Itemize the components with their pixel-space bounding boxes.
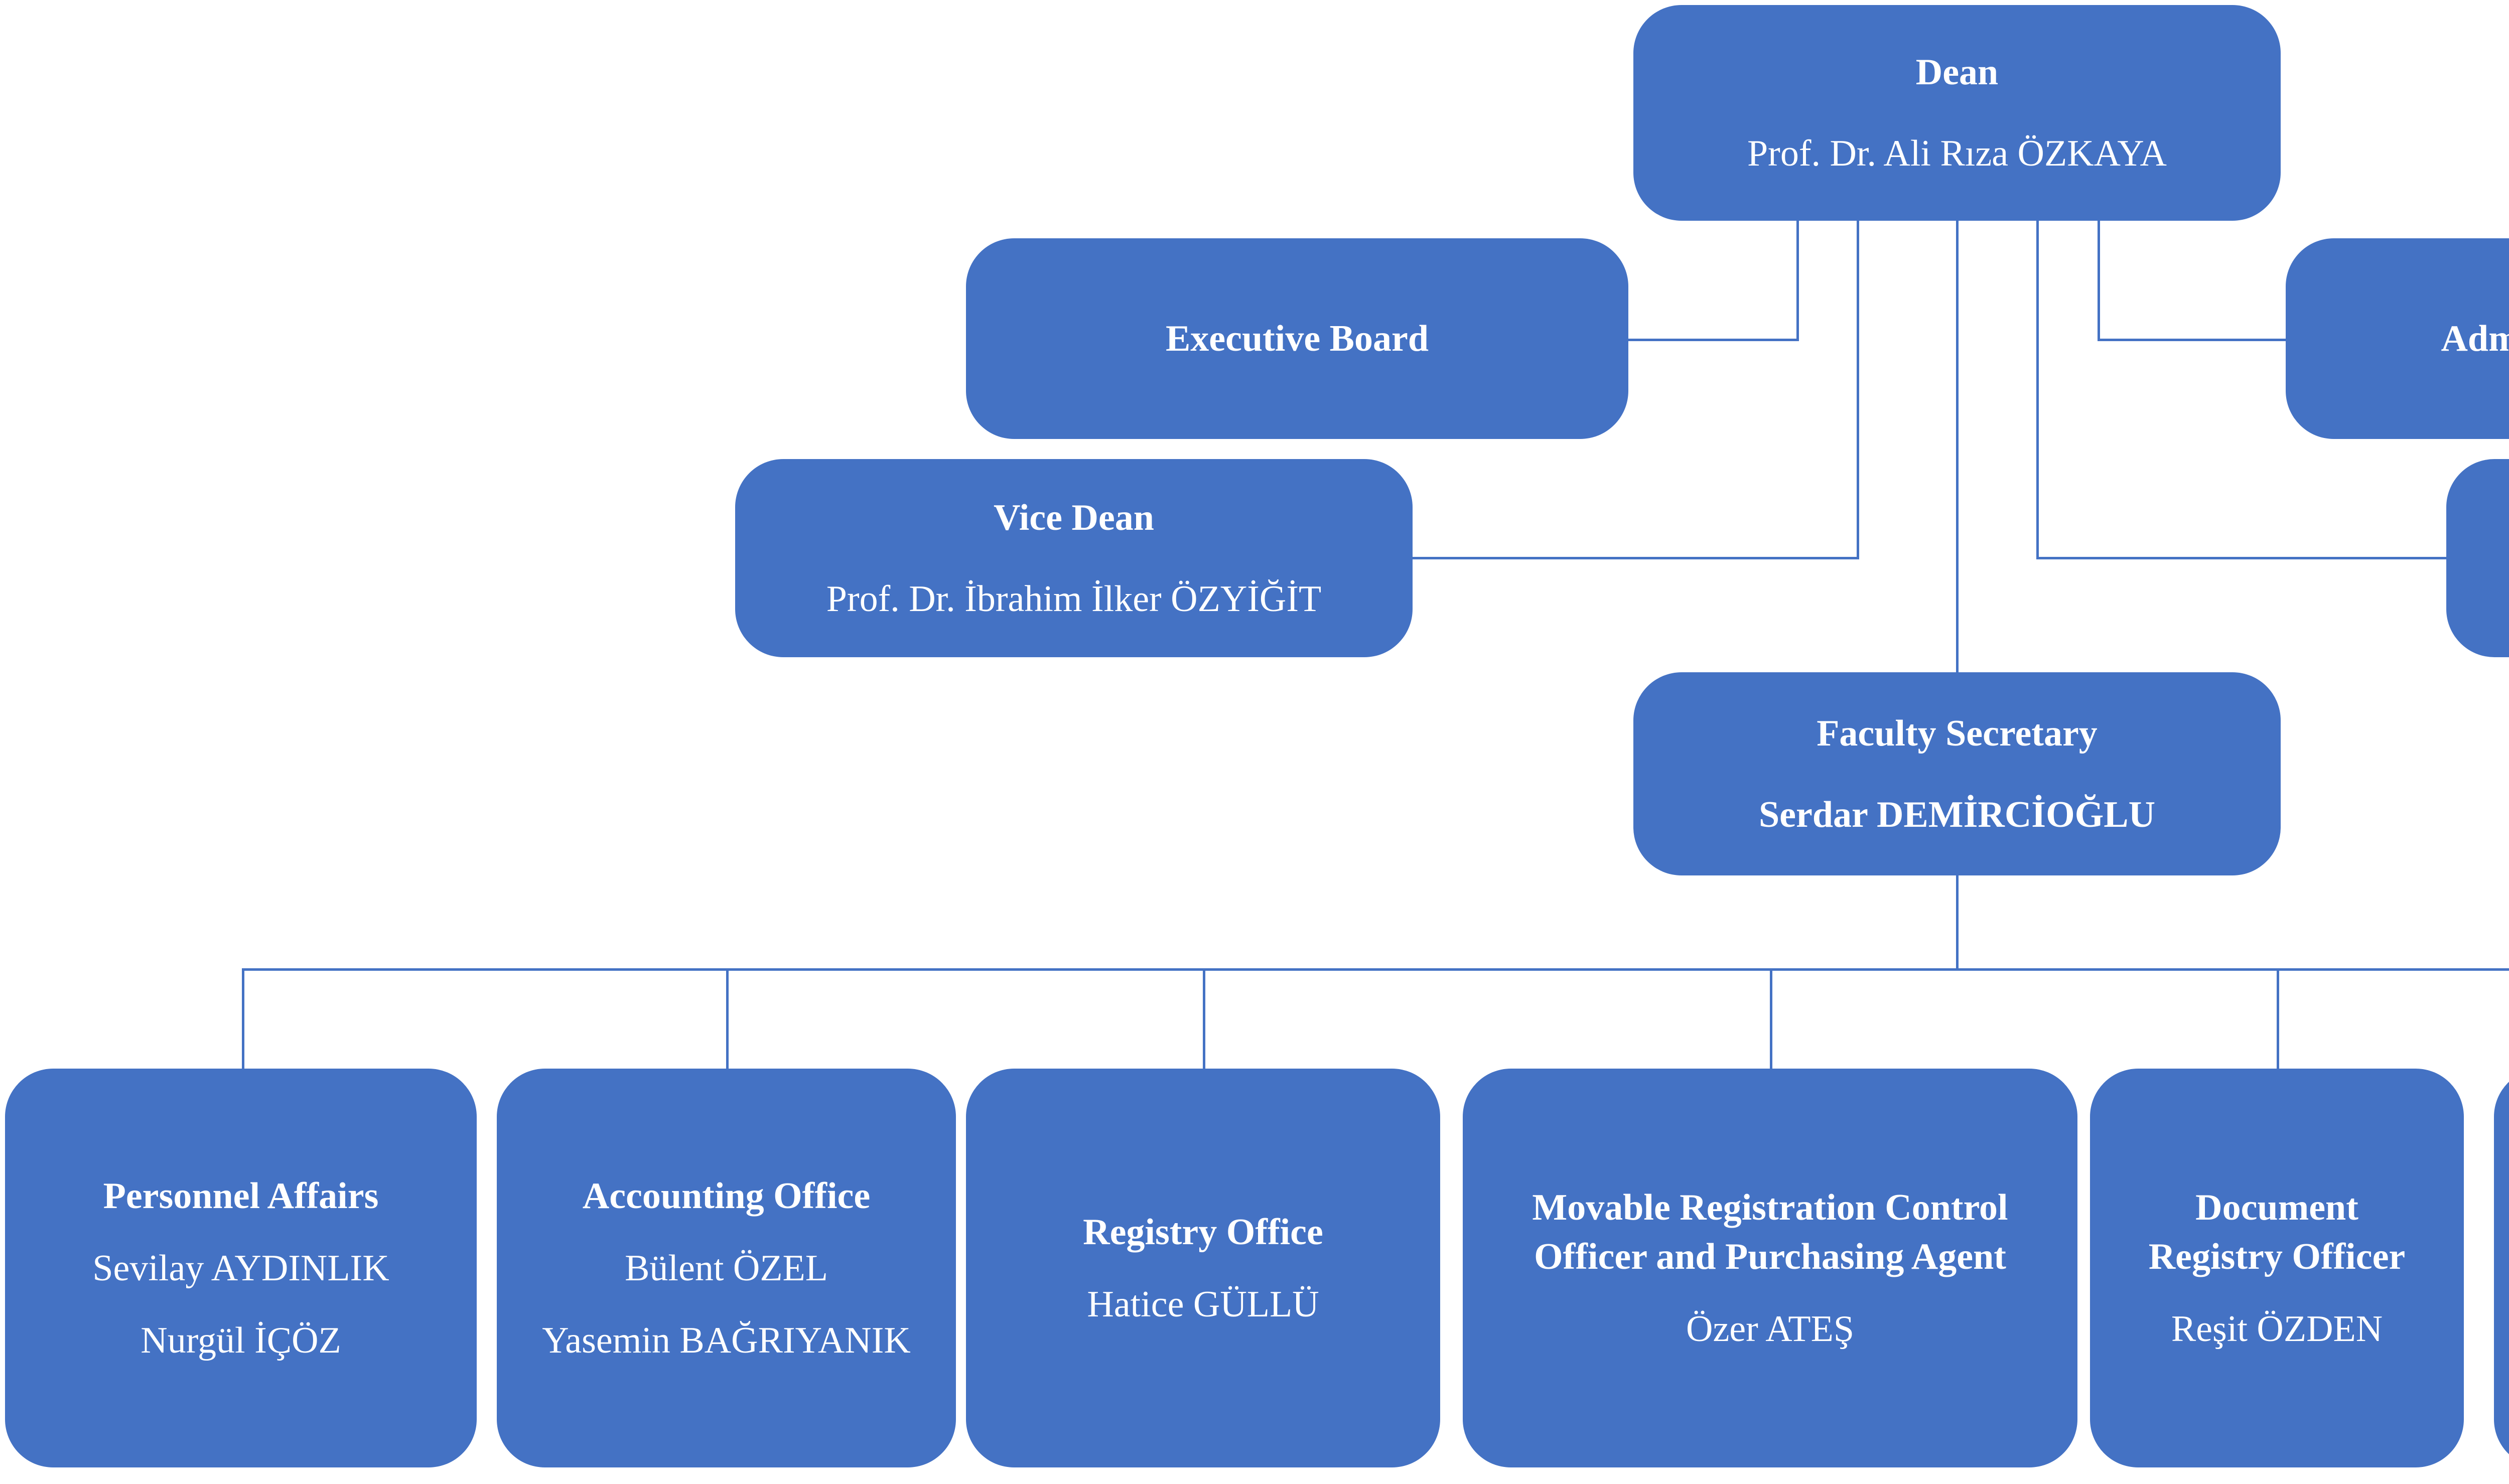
connector-dean-to-administration-board-horizontal xyxy=(2098,339,2286,341)
node-registry-office-name-1: Hatice GÜLLÜ xyxy=(1087,1283,1319,1325)
node-movable-registration-title-line-2: Officer and Purchasing Agent xyxy=(1534,1236,2006,1277)
node-dean: Dean Prof. Dr. Ali Rıza ÖZKAYA xyxy=(1633,5,2281,221)
connector-drop-accounting-office xyxy=(726,968,729,1070)
connector-dean-to-administration-board-vertical xyxy=(2098,221,2100,341)
connector-dean-to-vice-dean-2-vertical xyxy=(2036,221,2039,559)
node-administration-board-title: Administration Board xyxy=(2441,318,2509,359)
node-vice-dean-1-title: Vice Dean xyxy=(994,497,1154,538)
node-registry-office: Registry Office Hatice GÜLLÜ xyxy=(966,1069,1440,1467)
node-accounting-office: Accounting Office Bülent ÖZEL Yasemin BA… xyxy=(497,1069,956,1467)
node-personnel-affairs-name-2: Nurgül İÇÖZ xyxy=(141,1319,341,1361)
node-document-registry-title-line-2: Registry Officer xyxy=(2148,1236,2406,1277)
node-accounting-office-title: Accounting Office xyxy=(582,1175,871,1217)
node-accounting-office-name-1: Bülent ÖZEL xyxy=(625,1247,828,1289)
connector-drop-registry-office xyxy=(1203,968,1205,1070)
node-executive-board-title: Executive Board xyxy=(1165,318,1429,359)
node-vice-dean-1: Vice Dean Prof. Dr. İbrahim İlker ÖZYİĞİ… xyxy=(735,459,1413,657)
node-personnel-affairs: Personnel Affairs Sevilay AYDINLIK Nurgü… xyxy=(5,1069,477,1467)
node-executive-board: Executive Board xyxy=(966,238,1628,439)
node-dean-title: Dean xyxy=(1915,52,1999,93)
node-document-registry-title: Document Registry Officer xyxy=(2149,1183,2406,1281)
connector-dean-to-vice-dean-2-horizontal xyxy=(2036,557,2449,559)
node-personnel-affairs-name-1: Sevilay AYDINLIK xyxy=(92,1247,389,1289)
connector-dean-to-executive-board-vertical xyxy=(1796,221,1799,341)
connector-faculty-secretary-stub xyxy=(1956,875,1959,969)
connector-dean-to-vice-dean-1-vertical xyxy=(1857,221,1859,559)
node-faculty-secretary-name: Serdar DEMİRCİOĞLU xyxy=(1758,794,2156,835)
node-faculty-secretary-title: Faculty Secretary xyxy=(1817,712,2098,754)
node-document-registry: Document Registry Officer Reşit ÖZDEN xyxy=(2090,1069,2464,1467)
node-document-registry-name-1: Reşit ÖZDEN xyxy=(2171,1308,2383,1350)
connector-dean-to-faculty-secretary xyxy=(1956,221,1959,672)
connector-drop-document-registry xyxy=(2277,968,2279,1070)
node-accounting-office-name-2: Yasemin BAĞRIYANIK xyxy=(542,1319,911,1361)
connector-drop-movable-registration xyxy=(1770,968,1772,1070)
connector-dean-to-executive-board-horizontal xyxy=(1628,339,1799,341)
node-movable-registration-title-line-1: Movable Registration Control xyxy=(1532,1186,2008,1228)
node-personnel-affairs-title: Personnel Affairs xyxy=(103,1175,379,1217)
node-administration-board: Administration Board xyxy=(2286,238,2509,439)
node-department-secretary: Department Secretary Hanife TEKTAŞ xyxy=(2494,1069,2509,1467)
node-vice-dean-2: Vice Dean Prof. Dr. Soner ÇUBUK xyxy=(2446,459,2509,657)
node-movable-registration-title: Movable Registration Control Officer and… xyxy=(1532,1183,2008,1281)
connector-dean-to-vice-dean-1-horizontal xyxy=(1413,557,1859,559)
node-vice-dean-1-name: Prof. Dr. İbrahim İlker ÖZYİĞİT xyxy=(826,578,1322,620)
connector-rail xyxy=(242,968,2509,971)
node-document-registry-title-line-1: Document xyxy=(2195,1186,2358,1228)
connector-drop-personnel-affairs xyxy=(242,968,244,1070)
node-movable-registration: Movable Registration Control Officer and… xyxy=(1463,1069,2077,1467)
node-dean-name: Prof. Dr. Ali Rıza ÖZKAYA xyxy=(1747,133,2167,174)
node-faculty-secretary: Faculty Secretary Serdar DEMİRCİOĞLU xyxy=(1633,672,2281,875)
node-movable-registration-name-1: Özer ATEŞ xyxy=(1686,1308,1854,1350)
node-registry-office-title: Registry Office xyxy=(1083,1211,1323,1253)
